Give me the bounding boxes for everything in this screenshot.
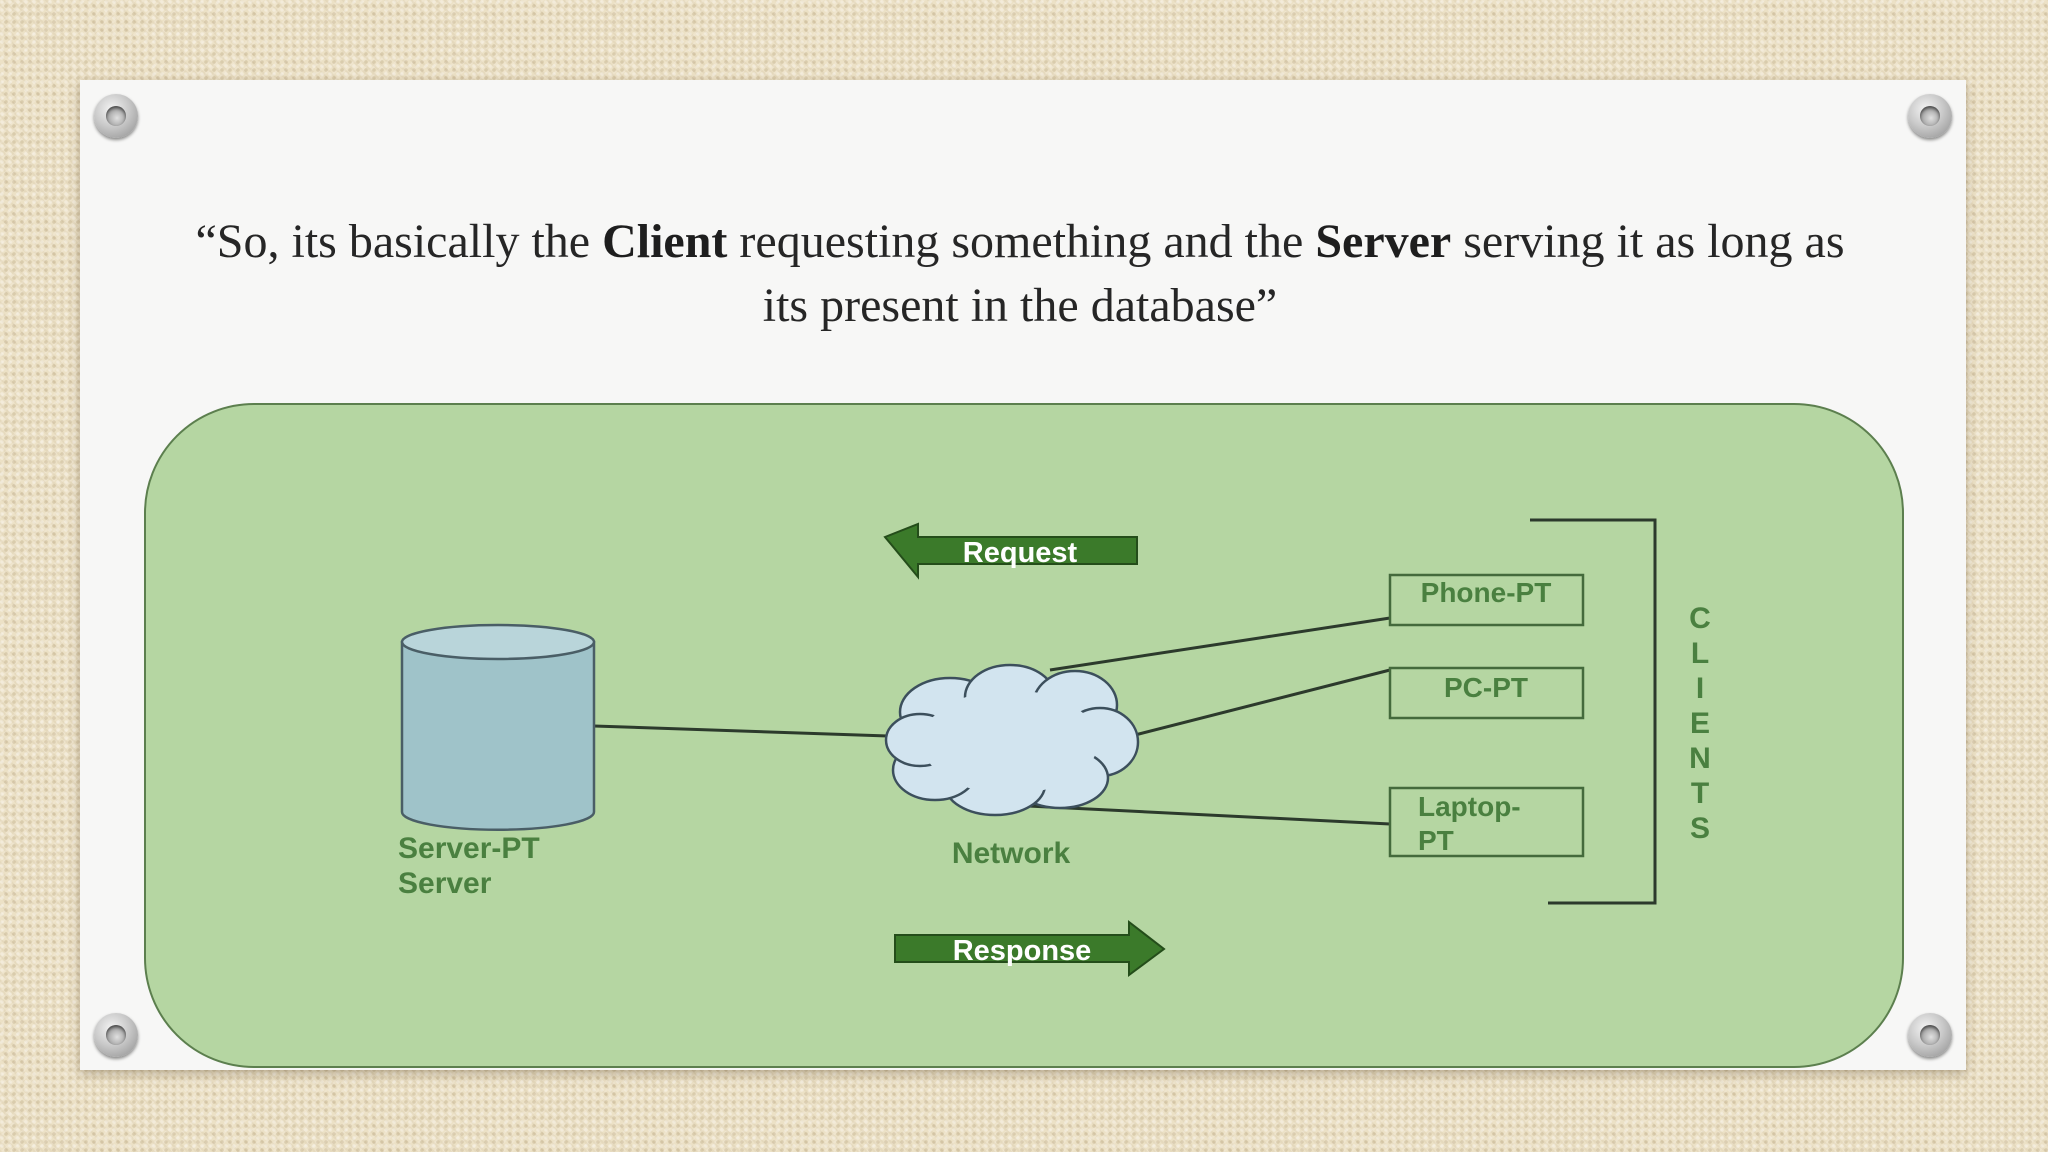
client-label-phone: Phone-PT bbox=[1421, 577, 1552, 608]
quote-text-part3: serving it as long as its present in the… bbox=[762, 215, 1845, 332]
server-label-line1: Server-PT bbox=[398, 832, 540, 865]
clients-letter: N bbox=[1689, 742, 1711, 775]
server-icon bbox=[400, 623, 596, 831]
link-network-laptop bbox=[1027, 804, 1391, 826]
client-label-pc: PC-PT bbox=[1444, 672, 1528, 703]
grommet-top-left bbox=[94, 94, 138, 138]
grommet-top-right bbox=[1908, 94, 1952, 138]
client-box-laptop bbox=[1388, 786, 1585, 858]
server-label-line2: Server bbox=[398, 867, 492, 900]
clients-letter: E bbox=[1690, 707, 1710, 740]
quote-close-mark: ” bbox=[1255, 279, 1278, 332]
client-box-pc bbox=[1388, 666, 1585, 720]
client-label-laptop-line2: PT bbox=[1418, 825, 1454, 856]
response-label: Response bbox=[953, 935, 1092, 967]
clients-bracket-label: C L I E N T S bbox=[1689, 602, 1711, 845]
clients-letter: L bbox=[1691, 637, 1709, 670]
network-cloud-icon bbox=[884, 663, 1140, 817]
quote-text-part2: requesting something and the bbox=[727, 215, 1316, 268]
clients-letter: T bbox=[1691, 777, 1709, 810]
clients-letter: S bbox=[1690, 812, 1710, 845]
slide-quote: “So, its basically the Client requesting… bbox=[170, 210, 1870, 338]
clients-letter: C bbox=[1689, 602, 1711, 635]
clients-bracket bbox=[1530, 518, 1657, 905]
clients-letter: I bbox=[1696, 672, 1704, 705]
quote-bold-client: Client bbox=[602, 215, 728, 268]
request-label: Request bbox=[963, 537, 1078, 569]
quote-bold-server: Server bbox=[1315, 215, 1452, 268]
network-label: Network bbox=[952, 837, 1071, 870]
quote-open-mark: “ bbox=[195, 215, 217, 268]
client-label-laptop-line1: Laptop- bbox=[1418, 791, 1521, 822]
quote-text-part1: So, its basically the bbox=[216, 215, 603, 268]
request-arrow bbox=[883, 522, 1138, 580]
client-box-phone bbox=[1388, 573, 1585, 627]
response-arrow bbox=[894, 919, 1166, 977]
link-network-pc bbox=[1134, 668, 1391, 737]
grommet-bottom-right bbox=[1908, 1013, 1952, 1057]
grommet-bottom-left bbox=[94, 1013, 138, 1057]
link-server-network bbox=[593, 724, 889, 738]
link-network-phone bbox=[1049, 616, 1391, 672]
